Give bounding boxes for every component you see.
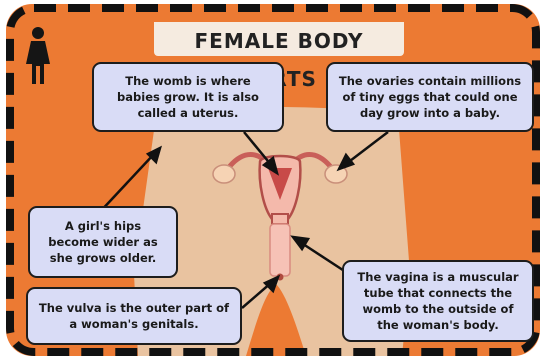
page-title: FEMALE BODY PARTS <box>154 22 404 56</box>
diagram-card: FEMALE BODY PARTS The womb is where babi… <box>6 4 540 356</box>
female-person-icon <box>24 26 52 86</box>
hips-label: A girl's hips become wider as she grows … <box>28 206 178 278</box>
womb-label: The womb is where babies grow. It is als… <box>92 62 284 132</box>
ovaries-label: The ovaries contain millions of tiny egg… <box>326 62 534 132</box>
vagina-label: The vagina is a muscular tube that conne… <box>342 260 534 342</box>
vulva-label: The vulva is the outer part of a woman's… <box>26 287 242 345</box>
